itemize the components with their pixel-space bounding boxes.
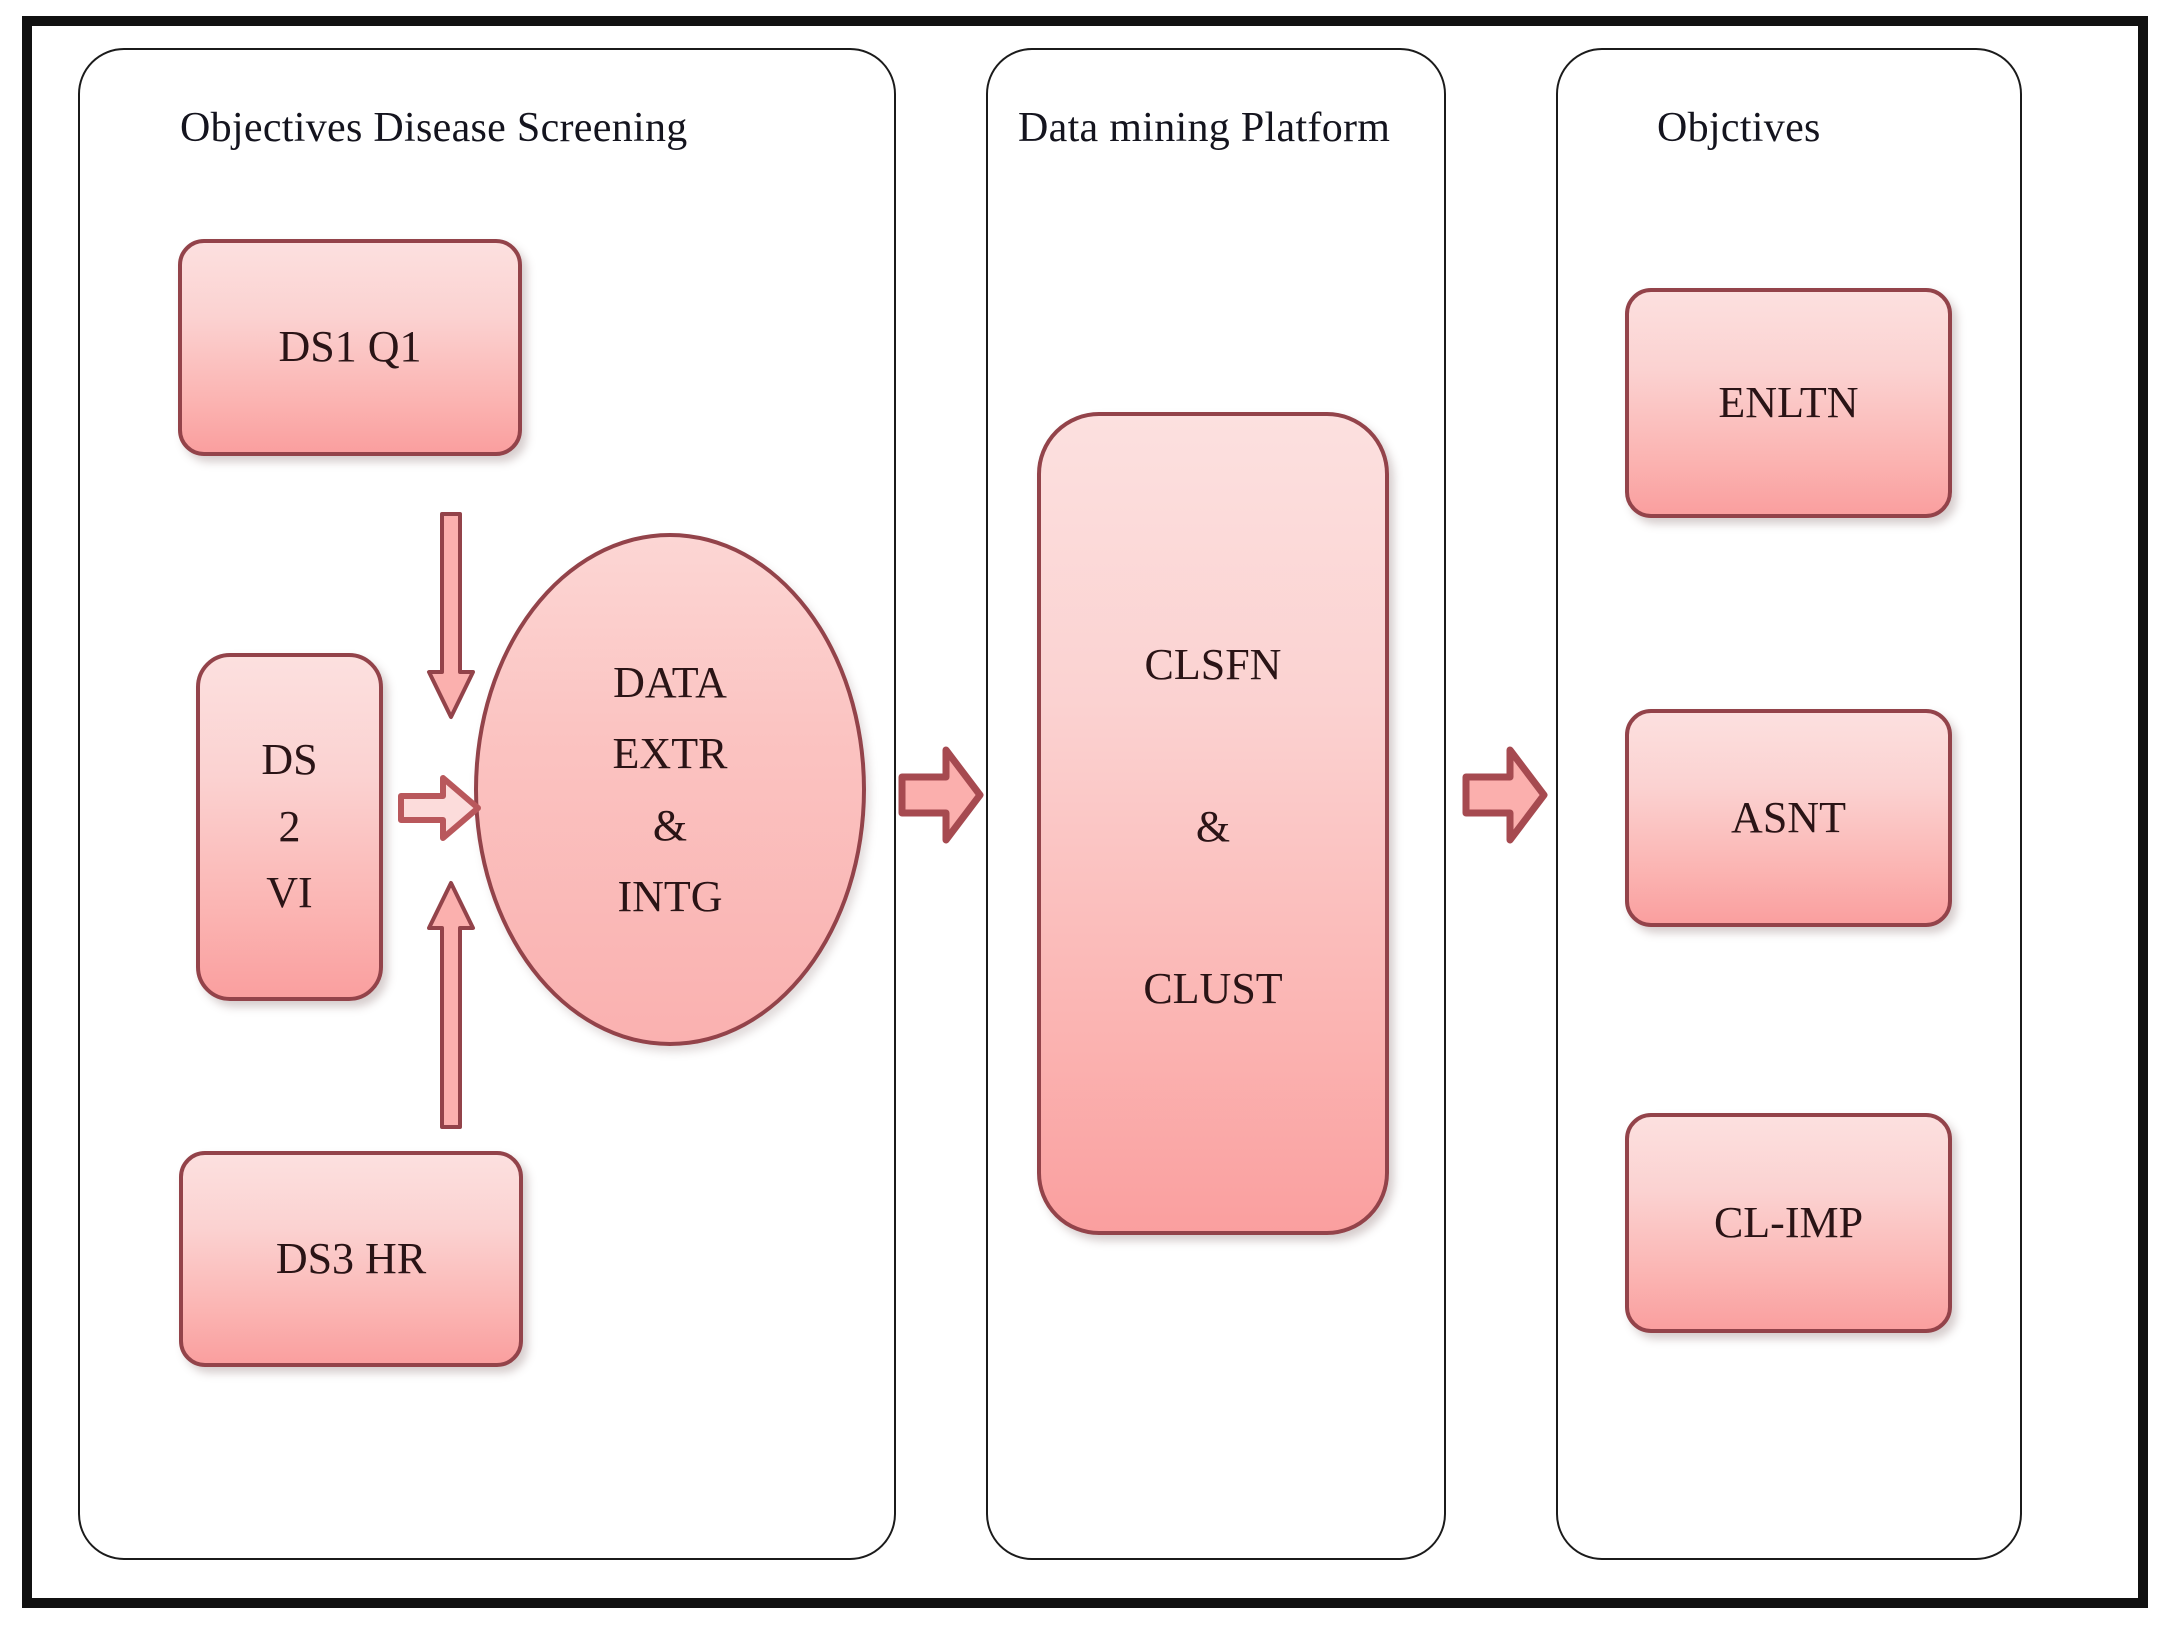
node-data-extr-intg[interactable]: DATA EXTR & INTG <box>474 533 866 1046</box>
panel-data-mining-title: Data mining Platform <box>1018 105 1391 151</box>
node-cl-imp[interactable]: CL-IMP <box>1625 1113 1952 1333</box>
arrow-ds1-down-icon <box>427 512 475 720</box>
node-enltn[interactable]: ENLTN <box>1625 288 1952 518</box>
node-ds1-label: DS1 Q1 <box>278 322 422 372</box>
node-data-extr-intg-label: DATA EXTR & INTG <box>612 657 728 921</box>
panel-disease-screening-title: Objectives Disease Screening <box>180 105 688 151</box>
node-clsfn-clust-line-3: CLUST <box>1143 963 1283 1013</box>
node-enltn-label: ENLTN <box>1718 377 1859 427</box>
node-ds2-label: DS 2 VI <box>261 734 318 918</box>
node-cl-imp-label: CL-IMP <box>1713 1197 1864 1247</box>
node-ds3[interactable]: DS3 HR <box>179 1151 523 1367</box>
node-ds2[interactable]: DS 2 VI <box>196 653 383 1001</box>
node-clsfn-clust-label: CLSFN & CLUST <box>1143 416 1282 1231</box>
node-ds3-label: DS3 HR <box>275 1233 427 1283</box>
arrow-panel2-panel3-icon <box>1462 745 1548 845</box>
node-asnt[interactable]: ASNT <box>1625 709 1952 927</box>
arrow-ds3-up-icon <box>427 880 475 1130</box>
node-asnt-label: ASNT <box>1731 792 1846 842</box>
panel-objectives-title: Objctives <box>1657 105 1821 151</box>
node-ds1[interactable]: DS1 Q1 <box>178 239 522 456</box>
arrow-ds2-right-icon <box>398 775 481 841</box>
arrow-panel1-panel2-icon <box>898 745 984 845</box>
node-clsfn-clust-line-2: & <box>1195 801 1231 851</box>
node-clsfn-clust-line-1: CLSFN <box>1144 639 1282 689</box>
node-clsfn-clust[interactable]: CLSFN & CLUST <box>1037 412 1389 1235</box>
